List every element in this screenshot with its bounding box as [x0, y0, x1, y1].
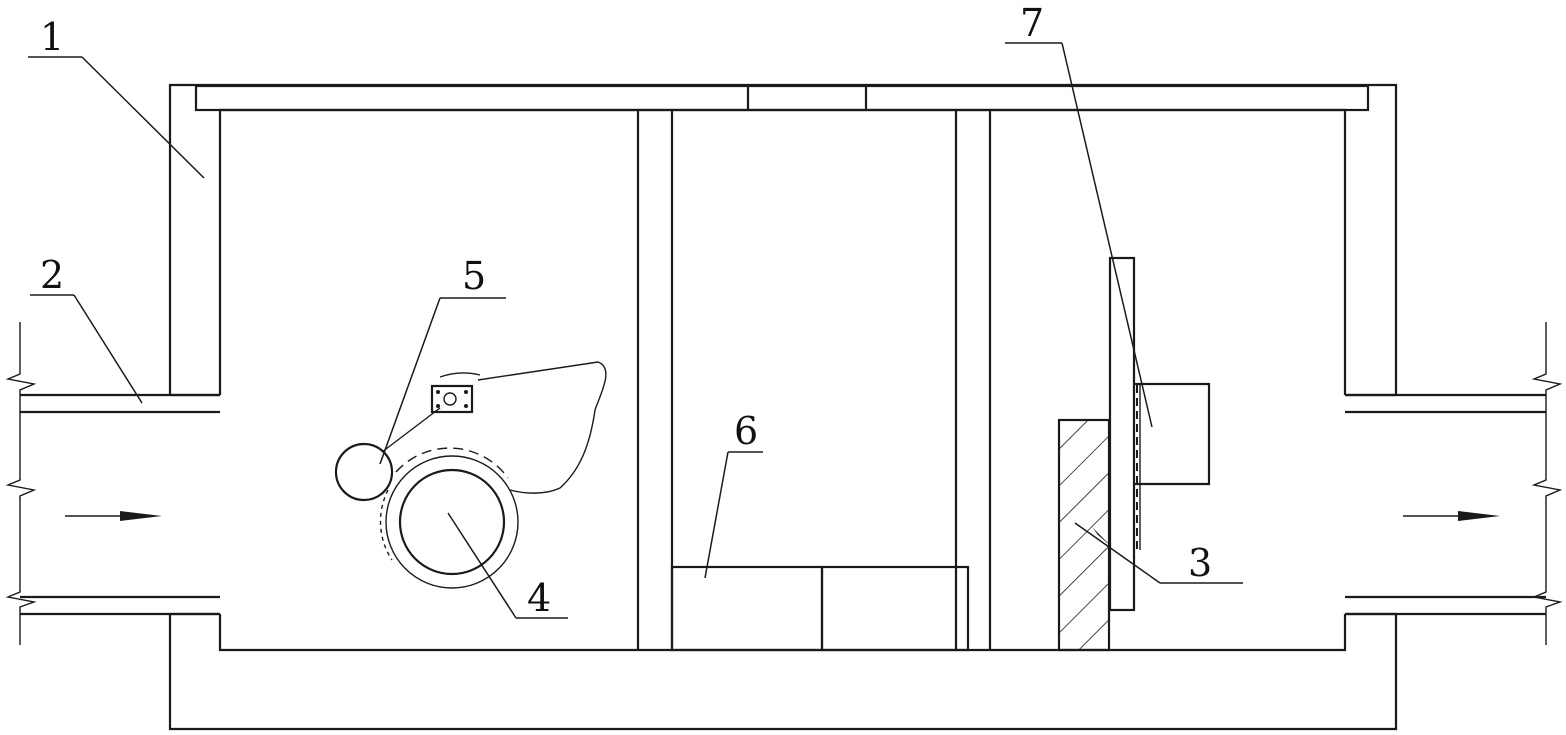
inlet-flow-arrow: [65, 511, 162, 521]
filter-plate: [1108, 256, 1141, 612]
label-6: 6: [734, 409, 758, 453]
hatched-weir-block: [1057, 418, 1111, 652]
outlet-pipe: [1345, 322, 1563, 645]
tank-body: [168, 83, 1398, 731]
leader-lines: [28, 42, 1243, 619]
drum-screen: [379, 447, 519, 589]
partition-walls: [636, 110, 992, 650]
label-4: 4: [527, 576, 551, 620]
inlet-pipe: [5, 322, 220, 645]
label-2: 2: [40, 253, 64, 297]
scraper-bracket: [381, 372, 481, 453]
label-3: 3: [1188, 541, 1212, 585]
brush-roller: [334, 442, 394, 502]
sediment-blocks: [670, 565, 970, 652]
plate-housing: [1134, 382, 1211, 486]
label-7: 7: [1020, 1, 1044, 45]
outlet-flow-arrow: [1403, 511, 1500, 521]
debris-hood-outline: [477, 361, 607, 494]
label-5: 5: [462, 254, 486, 298]
cover-plates: [194, 84, 1370, 112]
label-1: 1: [40, 15, 64, 59]
